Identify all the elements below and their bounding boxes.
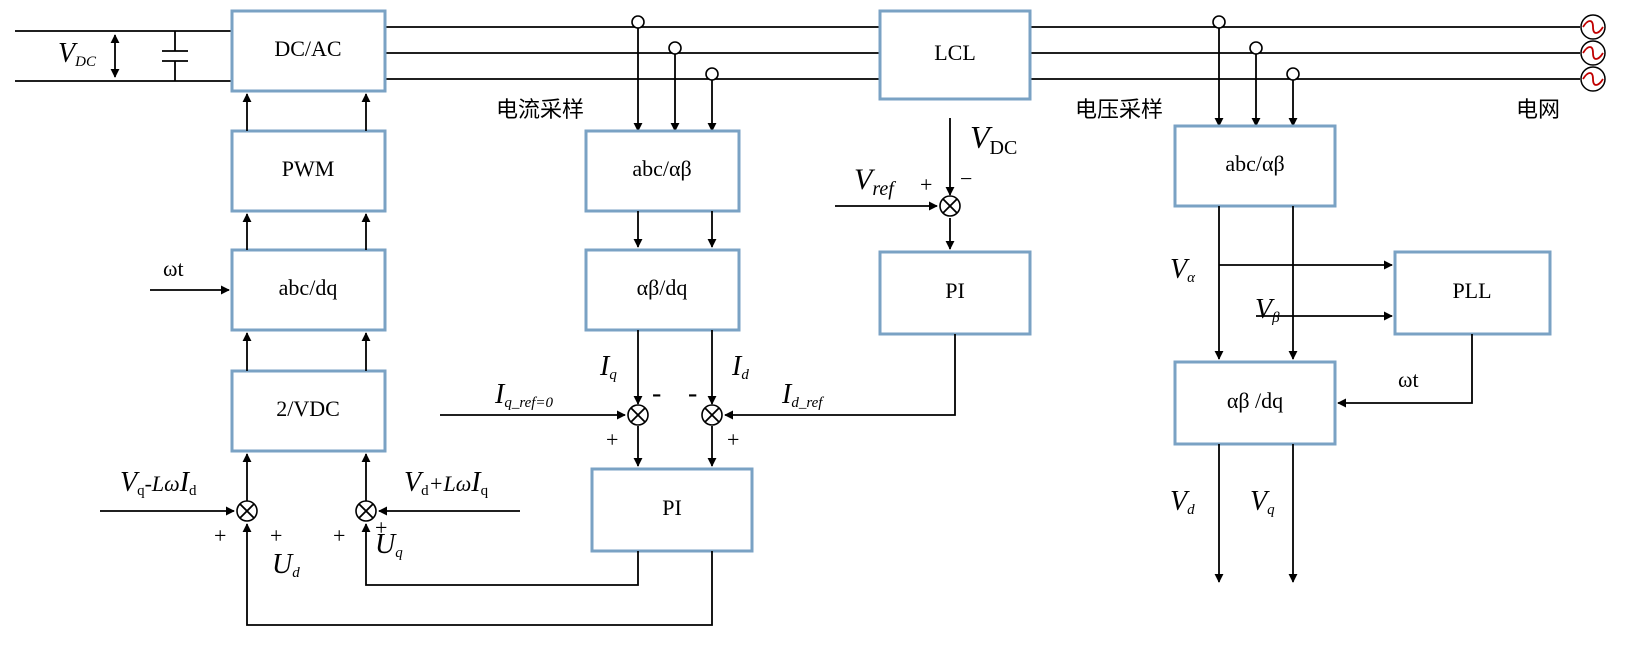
vdc-left-label: VDC: [58, 38, 97, 70]
minus-sign: −: [960, 166, 972, 191]
plus-sign: +: [606, 427, 618, 452]
plus-sign: +: [727, 427, 739, 452]
vd-feedforward-label: Vd+LωIq: [404, 467, 489, 499]
plus-sign: +: [920, 172, 932, 197]
abc-dq-block: [230, 248, 387, 332]
abc-alphabeta-voltage-block: [1173, 124, 1337, 208]
pll-label: PLL: [1452, 278, 1491, 303]
two-vdc-label: 2/VDC: [276, 396, 340, 421]
iq-label: Iq: [599, 351, 617, 383]
vq-output-label: Vq: [1250, 486, 1275, 518]
sum-junction-vq: [236, 500, 258, 522]
current-loop-arrows: [242, 211, 950, 626]
current-probes: [631, 15, 719, 132]
abc-dq-label: abc/dq: [279, 275, 338, 300]
alphabeta-dq-voltage-label: αβ /dq: [1227, 388, 1283, 413]
abc-alphabeta-current-block: [584, 129, 741, 213]
abc-alphabeta-current-label: abc/αβ: [632, 156, 691, 181]
alphabeta-dq-voltage-block: [1173, 360, 1337, 446]
current-sampling-label: 电流采样: [496, 98, 584, 123]
id-ref-label: Id_ref: [781, 379, 824, 411]
minus-sign: -: [688, 378, 697, 409]
plus-sign: +: [375, 515, 387, 540]
omega-t-left-label: ωt: [163, 256, 184, 281]
grid-label: 电网: [1516, 98, 1560, 123]
plus-sign: +: [214, 523, 226, 548]
pwm-label: PWM: [282, 156, 335, 181]
sum-junction-iq: [627, 404, 649, 426]
left-column-arrows: [150, 93, 371, 501]
vq-feedforward-label: Vq-LωId: [120, 467, 197, 499]
sum-junction-id: [701, 404, 723, 426]
voltage-sampling-arrows: [1214, 206, 1473, 583]
abc-alphabeta-voltage-label: abc/αβ: [1225, 151, 1284, 176]
v-beta-label: Vβ: [1255, 294, 1280, 326]
ac-three-phase-lines: [385, 26, 1580, 80]
plus-sign: +: [270, 523, 282, 548]
lcl-block: [878, 9, 1032, 101]
voltage-probes: [1212, 15, 1300, 127]
vd-output-label: Vd: [1170, 486, 1195, 518]
dc-bus: [15, 30, 232, 82]
pi-current-label: PI: [662, 495, 682, 520]
pi-voltage-label: PI: [945, 278, 965, 303]
vdc-right-label: VDC: [970, 119, 1017, 159]
two-vdc-block: [230, 369, 387, 453]
id-label: Id: [731, 351, 749, 383]
uq-label: Uq: [375, 529, 403, 561]
omega-t-right-label: ωt: [1398, 367, 1419, 392]
pwm-block: [230, 129, 387, 213]
pll-block: [1393, 250, 1552, 336]
dcac-label: DC/AC: [274, 36, 341, 61]
sum-junction-vd: [355, 500, 377, 522]
vref-label: Vref: [854, 163, 896, 200]
v-alpha-label: Vα: [1170, 254, 1196, 286]
minus-sign: -: [652, 378, 661, 409]
voltage-sampling-label: 电压采样: [1075, 98, 1163, 123]
alphabeta-dq-current-label: αβ/dq: [637, 275, 688, 300]
iq-ref-label: Iq_ref=0: [494, 379, 554, 411]
lcl-label: LCL: [934, 40, 976, 65]
voltage-loop-arrows: [835, 118, 956, 416]
grid-source-icon: [1580, 14, 1606, 92]
alphabeta-dq-current-block: [584, 248, 741, 332]
ud-label: Ud: [272, 549, 300, 581]
pi-current-block: [590, 467, 754, 553]
plus-sign: +: [333, 523, 345, 548]
dcac-block: [230, 9, 387, 93]
sum-junction-vdc: [939, 195, 961, 217]
